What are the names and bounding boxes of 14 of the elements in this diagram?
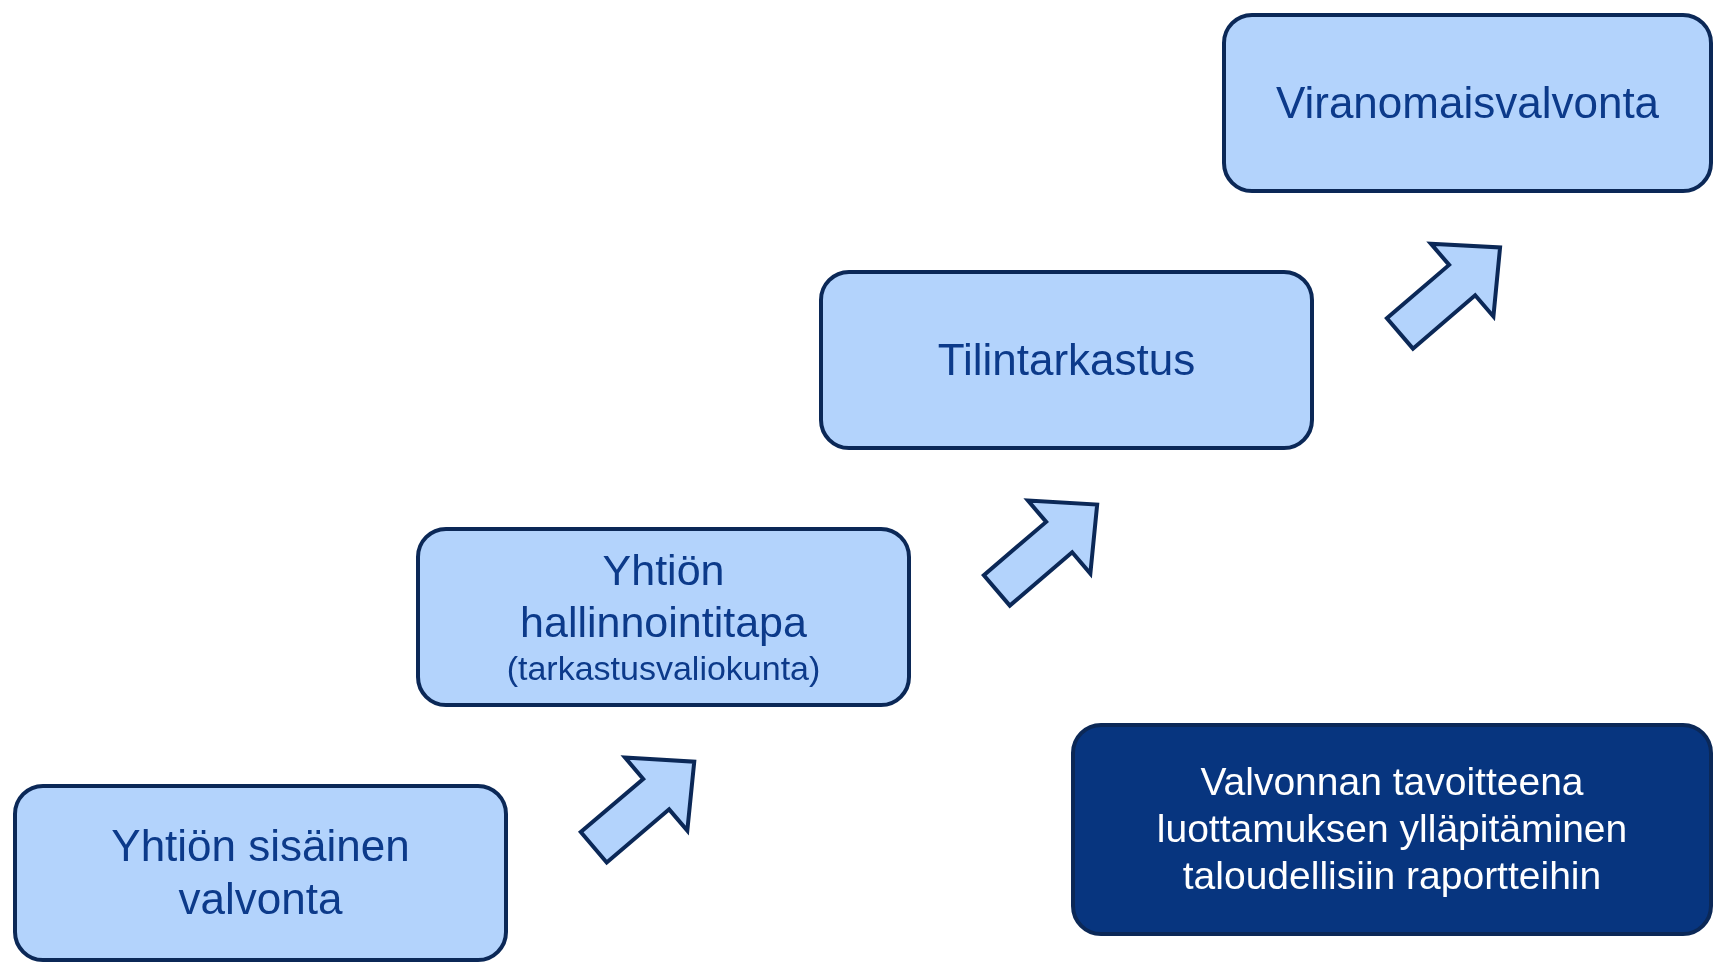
step-label: Yhtiön hallinnointitapa bbox=[519, 545, 808, 648]
step-label: Valvonnan tavoitteena luottamuksen ylläpitäminen taloudellisiin raportteihin bbox=[1155, 759, 1629, 899]
block-arrow bbox=[1384, 241, 1503, 352]
step-sublabel: (tarkastusvaliokunta) bbox=[506, 648, 821, 689]
goal-box bbox=[1071, 723, 1713, 936]
step-box bbox=[1222, 13, 1713, 193]
block-arrow bbox=[577, 755, 697, 866]
step-box bbox=[416, 527, 911, 707]
step-label: Tilintarkastus bbox=[937, 333, 1196, 386]
step-box bbox=[13, 784, 508, 962]
step-label: Yhtiön sisäinen valvonta bbox=[110, 820, 411, 925]
block-arrow bbox=[981, 498, 1100, 609]
step-label: Viranomaisvalvonta bbox=[1275, 76, 1660, 129]
step-box bbox=[819, 270, 1314, 450]
